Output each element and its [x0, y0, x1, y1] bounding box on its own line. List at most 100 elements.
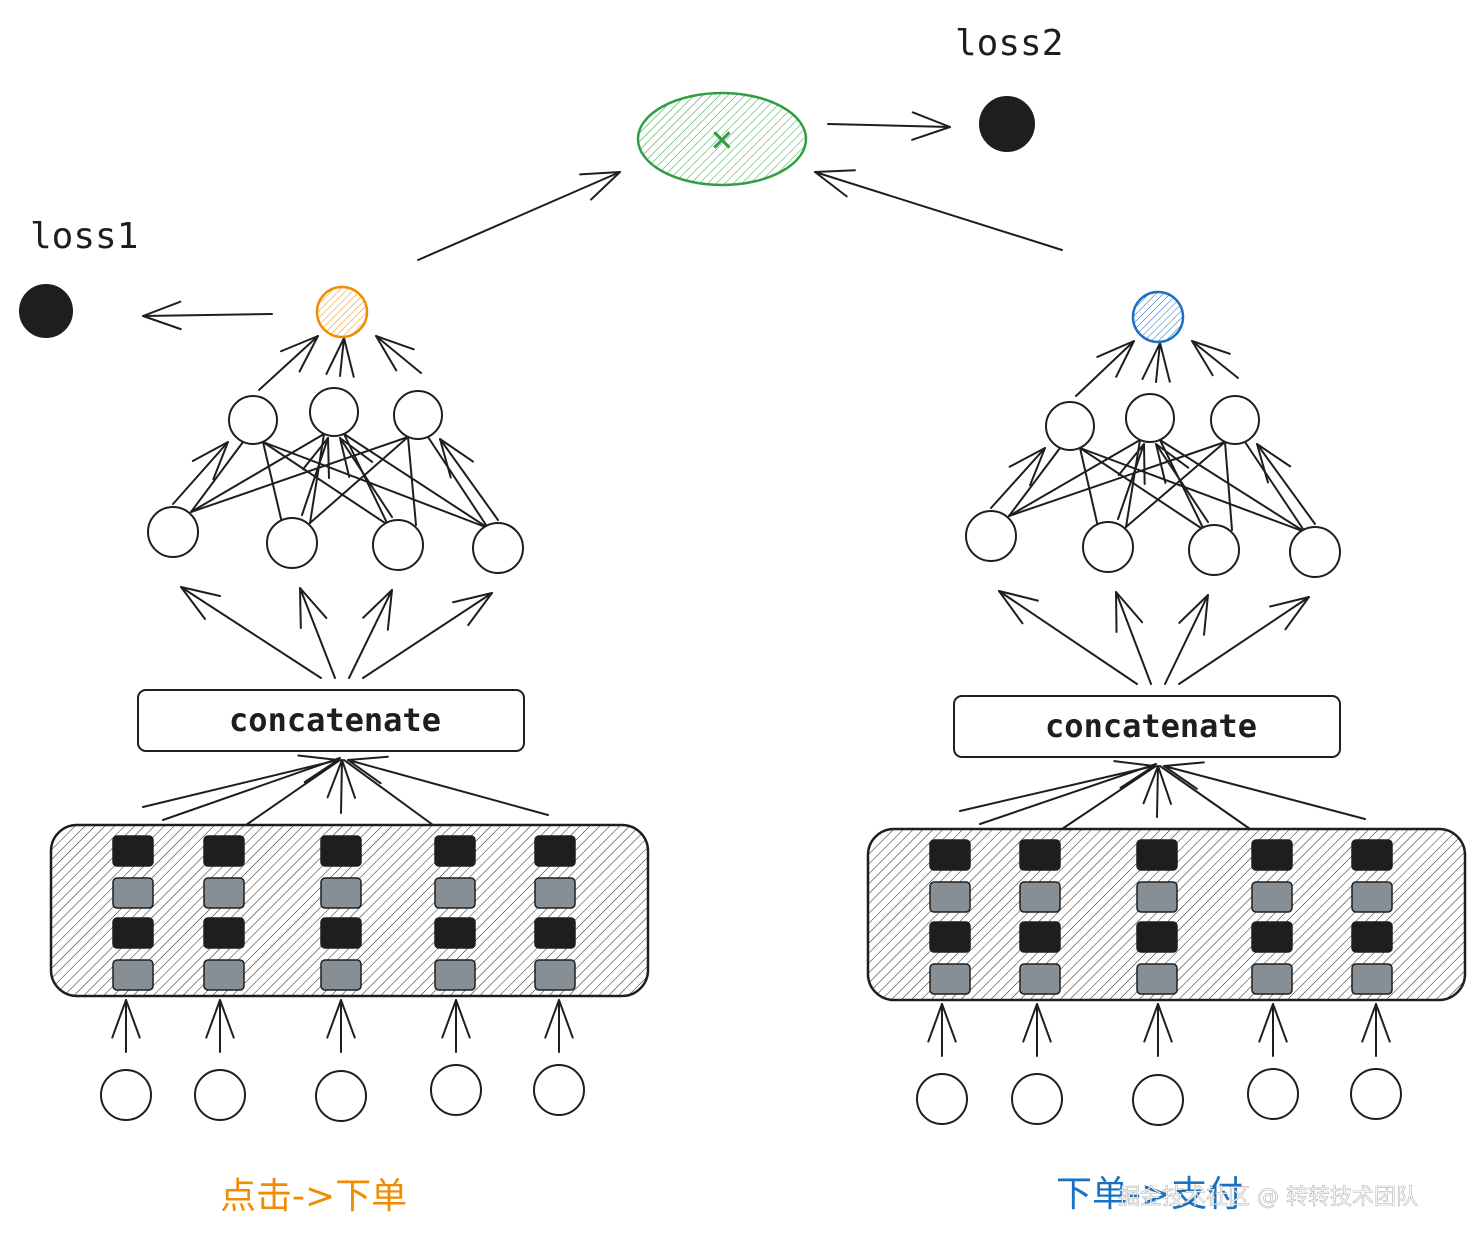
arrow-head [326, 999, 356, 1039]
arrow-head [1113, 760, 1155, 789]
dense-connection [1008, 439, 1141, 517]
arrow-head [544, 999, 574, 1039]
concat-to-hidden1-arrow [998, 590, 1138, 685]
loss1-dot [19, 284, 73, 338]
concat-to-hidden1-arrow [362, 592, 493, 679]
input-node [430, 1064, 482, 1116]
arrow-shaft [439, 438, 499, 521]
input-arrow [544, 999, 574, 1053]
arrow-shaft [299, 587, 336, 679]
hidden2-to-output-arrow [1075, 340, 1135, 397]
embedding-cell-gray [1351, 963, 1393, 995]
arrow-shaft [1155, 342, 1161, 383]
arrow-shaft [301, 437, 329, 516]
arrow-head [280, 335, 319, 373]
arrow-shaft [347, 759, 549, 816]
loss2-dot [979, 96, 1035, 152]
left-embedding-panel [49, 823, 650, 998]
arrow-shaft [1075, 340, 1135, 397]
dense-connection [309, 436, 409, 524]
concat-to-hidden1-arrow [1178, 596, 1310, 685]
embedding-cell-gray [112, 877, 154, 909]
arrow-head [579, 171, 621, 201]
embedding-cell-dark [534, 835, 576, 867]
embedding-cell-gray [929, 963, 971, 995]
arrow-shaft [339, 437, 393, 518]
embedding-cell-dark [1351, 839, 1393, 871]
arrow-shaft [180, 586, 322, 679]
embedding-to-concat-arrow [1163, 761, 1366, 820]
right-output-node [1131, 290, 1185, 344]
input-arrow [927, 1003, 957, 1057]
input-arrow [441, 999, 471, 1053]
input-arrow [1143, 1003, 1173, 1057]
hidden1-node [147, 506, 199, 558]
embedding-cell-gray [320, 959, 362, 991]
right-concatenate-label: concatenate [1045, 707, 1257, 745]
hidden1-to-hidden2-arrow [301, 437, 330, 516]
dense-connection [1079, 447, 1205, 531]
arrow-head [439, 438, 475, 479]
embedding-cell-gray [203, 877, 245, 909]
arrow-head [339, 437, 374, 478]
arrow-shaft [1117, 443, 1145, 520]
dense-connection [190, 441, 244, 513]
arrow-head [347, 755, 389, 785]
arrow-head [441, 999, 471, 1039]
connector-line [1159, 765, 1251, 830]
arrow-head [299, 587, 328, 629]
left-concatenate-label: concatenate [229, 701, 441, 739]
embedding-cell-dark [1136, 839, 1178, 871]
arrow-head [362, 589, 393, 631]
arrow-head [375, 335, 415, 372]
embedding-cell-gray [1019, 963, 1061, 995]
hidden1-node [1082, 521, 1134, 573]
hidden1-node [965, 510, 1017, 562]
connector-line [343, 759, 434, 826]
input-arrow [111, 999, 141, 1053]
arrow-head [814, 169, 856, 198]
dense-connection [1159, 439, 1306, 533]
input-arrow [326, 999, 356, 1053]
embedding-cell-dark [1351, 921, 1393, 953]
left-concatenate-box: concatenate [137, 689, 525, 752]
dense-connection [262, 441, 489, 529]
hidden1-to-hidden2-arrow [990, 447, 1046, 509]
hidden2-node [1125, 393, 1175, 443]
multiply-to-loss2-arrow [827, 111, 951, 141]
watermark: 掘金技术社区 @ 转转技术团队 [1118, 1185, 1418, 1210]
arrow-shaft [998, 590, 1138, 685]
dense-connection [1224, 441, 1233, 531]
arrow-shaft [1256, 443, 1316, 525]
right-task-label: 下单->支付 [1056, 1174, 1243, 1215]
embedding-cell-dark [434, 917, 476, 949]
arrow-shaft [990, 447, 1046, 509]
arrow-shaft [375, 335, 422, 374]
hidden1-to-hidden2-arrow [1155, 443, 1209, 523]
dense-connection [407, 436, 417, 526]
arrow-shaft [142, 759, 339, 808]
arrow-head [205, 999, 235, 1039]
left-task-label: 点击->下单 [220, 1176, 407, 1217]
output-to-loss1-arrow [142, 300, 273, 331]
embedding-cell-gray [434, 877, 476, 909]
embedding-cell-dark [534, 917, 576, 949]
arrow-shaft [258, 335, 319, 391]
embedding-to-concat-arrow [959, 760, 1155, 812]
embedding-cell-gray [1251, 881, 1293, 913]
hidden1-to-hidden2-arrow [439, 438, 499, 521]
hidden2-node [309, 387, 359, 437]
arrow-head [1117, 443, 1146, 485]
connector-line [1061, 765, 1157, 830]
hidden2-node [228, 395, 278, 445]
right-output-to-multiply-arrow [814, 169, 1063, 251]
hidden2-to-output-arrow [1191, 340, 1239, 379]
arrow-head [1178, 594, 1209, 636]
arrow-shaft [814, 171, 1063, 251]
embedding-to-concat-arrow [326, 759, 357, 814]
input-node [916, 1073, 968, 1125]
dense-connection [190, 436, 409, 513]
arrow-head [1191, 340, 1231, 377]
input-node [100, 1069, 152, 1121]
